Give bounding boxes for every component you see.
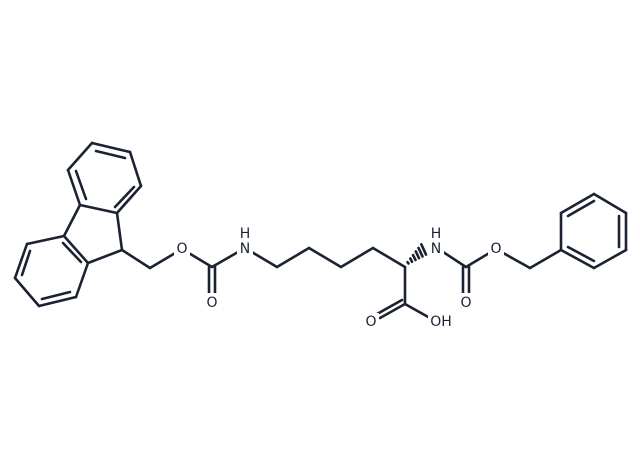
- ether-oxygen-cbz: O: [490, 241, 501, 257]
- fluorenyl-group: [13, 141, 184, 308]
- epsilon-amine-nitrogen: N: [240, 241, 250, 257]
- carboxyl-hydroxyl: OH: [430, 314, 452, 330]
- benzyl-ring: [559, 192, 628, 270]
- alpha-stereo-bond: [406, 243, 428, 265]
- alpha-amine-nitrogen: N: [431, 241, 441, 257]
- carboxyl-carbonyl-oxygen: O: [365, 314, 376, 330]
- ether-oxygen-fmoc: O: [176, 241, 187, 257]
- carbonyl-oxygen-fmoc: O: [206, 295, 217, 311]
- epsilon-amine-hydrogen: H: [240, 226, 251, 242]
- carbonyl-oxygen-cbz: O: [460, 295, 471, 311]
- alpha-amine-hydrogen: H: [431, 226, 442, 242]
- carboxylic-acid: [375, 265, 432, 320]
- lysine-side-chain: [243, 246, 407, 269]
- atom-labels: O O H N H N O O O OH: [174, 225, 504, 331]
